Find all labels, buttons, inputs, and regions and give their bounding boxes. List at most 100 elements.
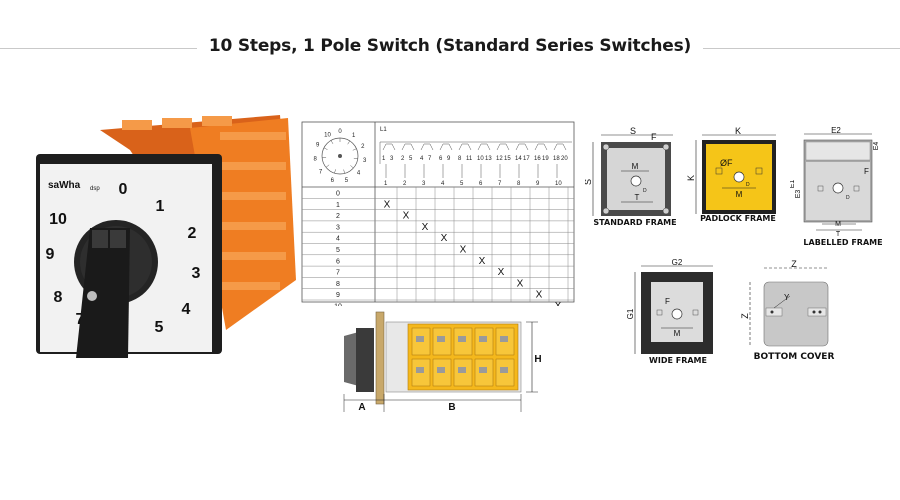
- table-cell-mark: X: [498, 267, 505, 278]
- contact-screw: [500, 336, 508, 342]
- contact-screw: [479, 367, 487, 373]
- dial-tick: [323, 147, 328, 150]
- lab-label-window: [805, 141, 871, 161]
- dial-number-2: 2: [188, 225, 197, 242]
- dial-tick: [325, 164, 330, 168]
- std-dim-s-side: S: [585, 179, 593, 185]
- labelled-frame-label: LABELLED FRAME: [803, 238, 883, 247]
- table-cell-mark: X: [555, 301, 562, 306]
- dial-tick: [350, 165, 354, 169]
- knob-screw-icon: [87, 291, 97, 301]
- contact-terminal-label: 16: [534, 156, 541, 162]
- table-row-position: 10: [334, 304, 342, 307]
- contact-terminal-label: 2: [401, 156, 405, 162]
- contact-symbol: [477, 143, 491, 151]
- pad-dim-k-side: K: [686, 175, 696, 181]
- lab-dim-t: T: [836, 231, 841, 238]
- dial-number-8: 8: [54, 289, 63, 306]
- table-row-position: 9: [336, 292, 340, 299]
- contact-symbol: [420, 143, 434, 151]
- dial-position-label: 10: [324, 132, 331, 138]
- standard-frame-label: STANDARD FRAME: [593, 218, 677, 227]
- contact-bottom-label: 10: [555, 181, 562, 187]
- dial-number-10: 10: [49, 211, 67, 228]
- dial-position-label: 2: [361, 144, 365, 150]
- lab-dim-f: F: [864, 167, 869, 176]
- contact-symbol: [496, 143, 510, 151]
- table-row-position: 8: [336, 281, 340, 288]
- dial-position-label: 0: [338, 129, 342, 135]
- dim-a-label: A: [358, 402, 365, 413]
- contact-symbol: [458, 143, 472, 151]
- contact-symbol: [382, 143, 396, 151]
- contact-terminal-label: 4: [420, 156, 424, 162]
- contact-terminal-label: 18: [553, 156, 560, 162]
- contact-bottom-label: 5: [460, 181, 464, 187]
- dial-position-label: 4: [357, 171, 361, 177]
- contact-screw: [479, 336, 487, 342]
- standard-frame-drawing: S F S M T D: [585, 126, 673, 216]
- dial-number-3: 3: [192, 265, 201, 282]
- contact-terminal-label: 17: [523, 156, 530, 162]
- std-dim-m: M: [632, 162, 639, 171]
- dial-position-label: 6: [331, 178, 335, 184]
- pad-dim-of: ØF: [720, 158, 733, 168]
- dial-position-label: 1: [352, 133, 356, 139]
- knob-grip-left: [92, 230, 108, 248]
- contact-screw: [458, 367, 466, 373]
- lab-dim-e1: E1: [790, 180, 796, 189]
- contact-bottom-label: 6: [479, 181, 483, 187]
- dial-tick: [353, 157, 358, 160]
- lab-dim-d: D: [846, 195, 850, 201]
- knob-handle[interactable]: [76, 228, 130, 358]
- lab-dim-m: M: [835, 221, 841, 228]
- table-row-position: 1: [336, 202, 340, 209]
- contact-screw: [416, 367, 424, 373]
- contact-terminal-label: 15: [504, 156, 511, 162]
- brand-suffix: dsp: [90, 186, 100, 192]
- pad-dim-k-top: K: [735, 126, 741, 136]
- mounting-plate: [375, 311, 385, 405]
- contact-terminal-label: 13: [485, 156, 492, 162]
- contact-bottom-label: 4: [441, 181, 445, 187]
- contact-terminal-label: 5: [409, 156, 413, 162]
- cover-dim-y: Y: [784, 293, 790, 302]
- cover-body: [763, 281, 829, 347]
- wide-frame-drawing: G2 G1 F M: [626, 258, 713, 354]
- table-cell-mark: X: [479, 256, 486, 267]
- dial-tick: [352, 148, 357, 151]
- std-center-hole: [630, 175, 642, 187]
- contact-symbol: [515, 143, 529, 151]
- std-dim-s-top: S: [630, 126, 636, 136]
- std-dim-t: T: [635, 193, 640, 202]
- padlock-frame-drawing: K K ØF M D: [686, 126, 776, 214]
- contact-terminal-label: 8: [458, 156, 462, 162]
- contact-screw: [437, 367, 445, 373]
- contact-screw: [458, 336, 466, 342]
- housing-fins: [122, 116, 286, 290]
- contact-terminal-label: 20: [561, 156, 568, 162]
- dial-number-4: 4: [182, 301, 191, 318]
- diagram-frame: [301, 121, 575, 303]
- table-cell-mark: X: [536, 290, 543, 301]
- table-cell-mark: X: [384, 199, 391, 210]
- wide-frame-label: WIDE FRAME: [649, 356, 707, 365]
- contact-bottom-label: 7: [498, 181, 502, 187]
- knob-grip-right: [110, 230, 126, 248]
- wide-dim-f: F: [665, 297, 670, 306]
- wide-dim-g2: G2: [672, 258, 683, 267]
- side-view-drawing: A B H: [343, 311, 542, 413]
- dial-tick: [343, 169, 345, 174]
- contact-terminal-label: 14: [515, 156, 522, 162]
- contact-symbol: [401, 143, 415, 151]
- contact-terminal-label: 11: [466, 156, 473, 162]
- page-title: 10 Steps, 1 Pole Switch (Standard Series…: [0, 36, 900, 56]
- contact-terminal-label: 12: [496, 156, 503, 162]
- contact-symbol: [534, 143, 548, 151]
- title-row: 10 Steps, 1 Pole Switch (Standard Series…: [0, 36, 900, 62]
- dial-number-7: 7: [76, 311, 85, 328]
- bottom-cover-label: BOTTOM COVER: [753, 352, 835, 362]
- contact-terminal-label: 19: [542, 156, 549, 162]
- contact-terminal-label: 3: [390, 156, 394, 162]
